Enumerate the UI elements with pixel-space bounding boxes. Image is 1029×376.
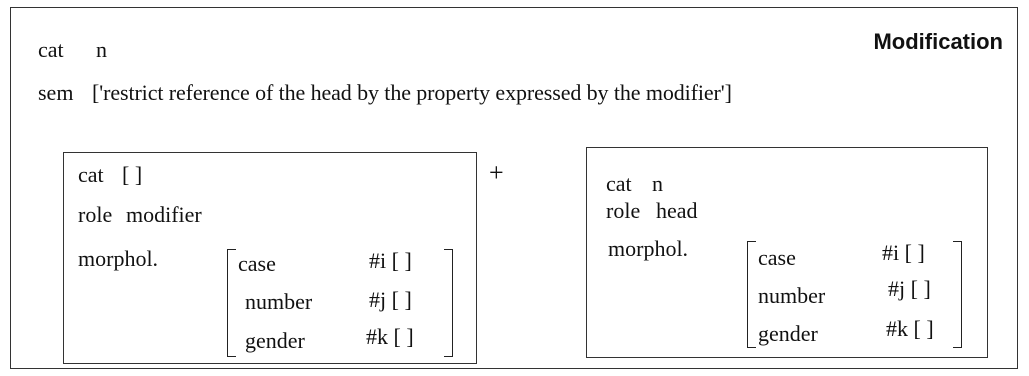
modifier-left-bracket [227, 249, 236, 357]
modifier-val-case: #i [ ] [369, 248, 412, 273]
modifier-feat-case: case [238, 251, 276, 276]
head-val-gender: #k [ ] [886, 316, 934, 341]
head-cat-value: n [652, 171, 663, 196]
plus-sign: + [489, 158, 504, 187]
head-feat-gender: gender [758, 321, 818, 346]
head-role-value: head [656, 198, 698, 223]
modifier-role-key: role [78, 202, 113, 227]
outer-sem-key: sem [38, 80, 74, 105]
modifier-feat-number: number [245, 289, 313, 314]
modifier-cat-key: cat [78, 162, 104, 187]
outer-cat-value: n [96, 37, 107, 62]
diagram-title: Modification [873, 29, 1003, 54]
head-box [586, 147, 988, 358]
head-left-bracket [747, 241, 756, 348]
modifier-val-number: #j [ ] [369, 287, 412, 312]
head-val-number: #j [ ] [888, 276, 931, 301]
modifier-cat-value: [ ] [122, 162, 143, 187]
head-feat-case: case [758, 245, 796, 270]
feature-structure-frame [10, 7, 1018, 369]
head-cat-key: cat [606, 171, 632, 196]
head-morphol-key: morphol. [608, 236, 689, 261]
outer-sem-value: ['restrict reference of the head by the … [92, 80, 732, 105]
head-role-key: role [606, 198, 641, 223]
head-feat-number: number [758, 283, 826, 308]
head-val-case: #i [ ] [882, 240, 925, 265]
modifier-box [63, 152, 477, 364]
modifier-feat-gender: gender [245, 328, 305, 353]
outer-cat-key: cat [38, 37, 64, 62]
modifier-role-value: modifier [126, 202, 202, 227]
modifier-morphol-key: morphol. [78, 246, 159, 271]
modifier-right-bracket [444, 249, 453, 357]
head-right-bracket [953, 241, 962, 348]
modifier-val-gender: #k [ ] [366, 324, 414, 349]
